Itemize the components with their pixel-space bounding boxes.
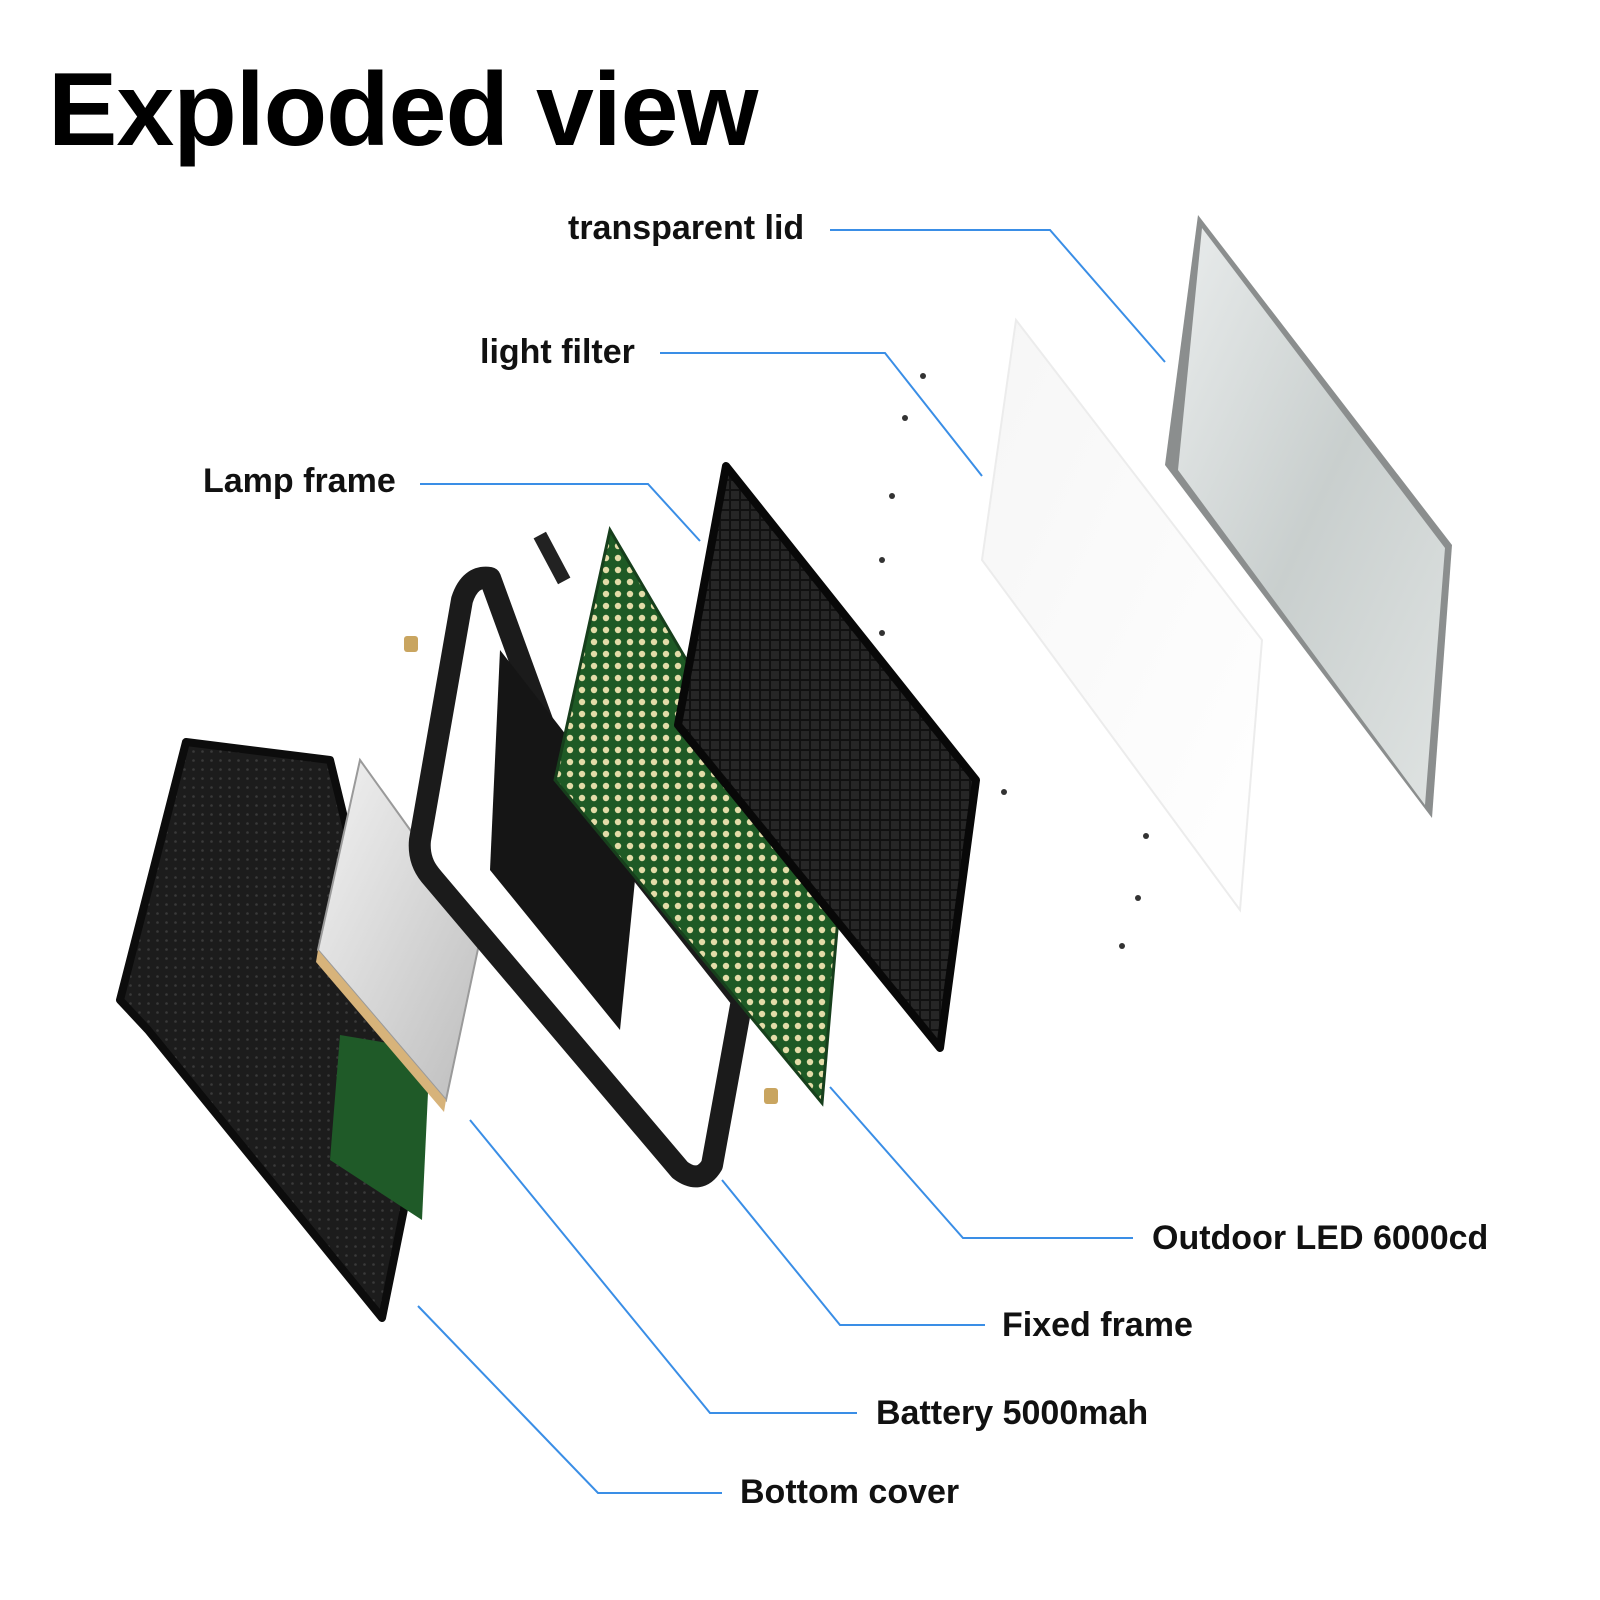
- label-transparent-lid: transparent lid: [568, 209, 805, 247]
- leader-transparent-lid: [830, 229, 1166, 363]
- label-outdoor-led: Outdoor LED 6000cd: [1152, 1219, 1489, 1257]
- label-fixed-frame: Fixed frame: [1002, 1306, 1193, 1344]
- leader-fixed-frame: [721, 1179, 985, 1326]
- leader-outdoor-led: [829, 1086, 1133, 1239]
- page-title: Exploded view: [48, 52, 758, 168]
- leader-bottom-cover: [417, 1305, 722, 1494]
- leader-lamp-frame: [420, 483, 701, 542]
- leader-battery: [469, 1119, 857, 1414]
- circuit-board: [330, 1035, 430, 1220]
- label-bottom-cover: Bottom cover: [740, 1473, 960, 1511]
- label-light-filter: light filter: [480, 333, 635, 371]
- label-lamp-frame: Lamp frame: [203, 462, 396, 500]
- screws: [879, 373, 1149, 949]
- lamp-frame-part: [674, 462, 980, 1052]
- transparent-lid-part: [1165, 215, 1452, 818]
- bracket: [533, 531, 571, 585]
- light-filter-part: [980, 317, 1264, 913]
- label-battery: Battery 5000mah: [876, 1394, 1149, 1432]
- fixed-frame-part: [404, 531, 778, 1188]
- leader-light-filter: [660, 352, 983, 477]
- brass-nut: [404, 636, 418, 652]
- leader-lines: [417, 229, 1166, 1494]
- brass-nut: [764, 1088, 778, 1104]
